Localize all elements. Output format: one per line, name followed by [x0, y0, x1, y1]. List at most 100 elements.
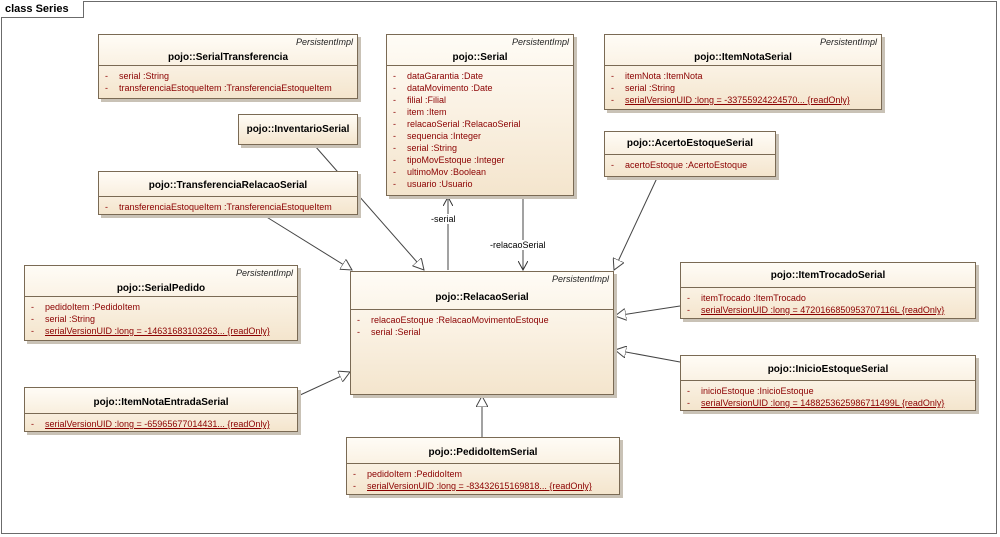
visibility-marker: - [611, 160, 614, 170]
attribute-text: usuario :Usuario [407, 179, 473, 189]
visibility-marker: - [105, 83, 108, 93]
generalization-itemnotaentradaserial[interactable] [297, 372, 350, 397]
attribute-text: serial :String [45, 314, 96, 324]
stereotype: PersistentImpl [295, 37, 353, 47]
visibility-marker: - [105, 202, 108, 212]
attribute-row[interactable]: - pedidoItem :PedidoItem [347, 468, 619, 480]
attribute-row[interactable]: -sequencia :Integer [387, 130, 573, 142]
attribute-row[interactable]: -serial :String [605, 82, 881, 94]
attribute-row[interactable]: - transferenciaEstoqueItem :Transferencia… [99, 82, 357, 94]
attribute-text: serialVersionUID :long = -14631683103263… [45, 326, 270, 336]
attribute-row[interactable]: - serial :String [25, 313, 297, 325]
attribute-row[interactable]: - serialVersionUID :long = -1463168310326… [25, 325, 297, 337]
attribute-row[interactable]: -serial :String [99, 70, 357, 82]
attribute-row[interactable]: - usuario :Usuario [387, 178, 573, 190]
attribute-text: serial :String [407, 143, 458, 153]
attribute-text: serialVersionUID :long = 148825362598671… [701, 398, 945, 408]
attribute-list: - inicioEstoque :InicioEstoque-serialVers… [681, 381, 975, 409]
generalization-transferenciarelacaoserial[interactable] [264, 215, 352, 270]
visibility-marker: - [393, 107, 396, 117]
visibility-marker: - [393, 179, 396, 189]
class-transferencia-relacao-serial[interactable]: pojo::TransferenciaRelacaoSerial -transf… [98, 171, 358, 215]
visibility-marker: - [393, 131, 396, 141]
attribute-row[interactable]: -relacaoEstoque :RelacaoMovimentoEstoque [351, 314, 613, 326]
attribute-list: - acertoEstoque :AcertoEstoque [605, 155, 775, 171]
attribute-text: serialVersionUID :long = -65965677014431… [45, 419, 270, 429]
attribute-row[interactable]: -itemTrocado :ItemTrocado [681, 292, 975, 304]
attribute-row[interactable]: - serialVersionUID :long = -6596567701443… [25, 418, 297, 430]
attribute-row[interactable]: -tipoMovEstoque :Integer [387, 154, 573, 166]
attribute-text: transferenciaEstoqueItem :TransferenciaE… [119, 202, 332, 212]
generalization-inicioestoqueserial[interactable] [615, 350, 681, 363]
attribute-row[interactable]: -serial :Serial [351, 326, 613, 338]
visibility-marker: - [31, 419, 34, 429]
class-name: pojo::SerialTransferencia [167, 52, 289, 63]
attribute-text: serialVersionUID :long = -83432615169818… [367, 481, 592, 491]
visibility-marker: - [105, 71, 108, 81]
stereotype: PersistentImpl [819, 37, 877, 47]
frame-tab[interactable]: class Series [1, 1, 84, 18]
class-pedido-item-serial[interactable]: pojo::PedidoItemSerial - pedidoItem :Pedi… [346, 437, 620, 495]
attribute-text: ultimoMov :Boolean [407, 167, 487, 177]
attribute-text: filial :Filial [407, 95, 447, 105]
generalization-inventarioserial[interactable] [314, 145, 424, 270]
attribute-text: relacaoSerial :RelacaoSerial [407, 119, 521, 129]
attribute-text: inicioEstoque :InicioEstoque [701, 386, 814, 396]
attribute-row[interactable]: -serial :String [387, 142, 573, 154]
class-name: pojo::AcertoEstoqueSerial [626, 138, 754, 149]
attribute-row[interactable]: - filial :Filial [387, 94, 573, 106]
class-name: pojo::InicioEstoqueSerial [767, 364, 889, 375]
class-item-nota-serial[interactable]: PersistentImpl pojo::ItemNotaSerial -ite… [604, 34, 882, 110]
class-inventario-serial[interactable]: pojo::InventarioSerial [238, 114, 358, 145]
attribute-list: - itemNota :ItemNota-serial :String-seria… [605, 66, 881, 106]
attribute-row[interactable]: - relacaoSerial :RelacaoSerial [387, 118, 573, 130]
attribute-row[interactable]: -item :Item [387, 106, 573, 118]
visibility-marker: - [31, 326, 34, 336]
attribute-row[interactable]: - pedidoItem :PedidoItem [25, 301, 297, 313]
generalization-acertoestoqueserial[interactable] [614, 177, 658, 270]
class-item-nota-entrada-serial[interactable]: pojo::ItemNotaEntradaSerial - serialVersi… [24, 387, 298, 432]
class-relacao-serial[interactable]: PersistentImpl pojo::RelacaoSerial -rela… [350, 271, 614, 395]
class-name: pojo::ItemNotaEntradaSerial [93, 397, 229, 408]
attribute-row[interactable]: -serialVersionUID :long = -3375592422457… [605, 94, 881, 106]
visibility-marker: - [31, 302, 34, 312]
attribute-row[interactable]: - inicioEstoque :InicioEstoque [681, 385, 975, 397]
class-serial[interactable]: PersistentImpl pojo::Serial -dataGaranti… [386, 34, 574, 196]
visibility-marker: - [31, 314, 34, 324]
attribute-text: serialVersionUID :long = -33755924224570… [625, 95, 850, 105]
attribute-text: itemNota :ItemNota [625, 71, 703, 81]
stereotype: PersistentImpl [511, 37, 569, 47]
attribute-row[interactable]: -dataMovimento :Date [387, 82, 573, 94]
class-serial-pedido[interactable]: PersistentImpl pojo::SerialPedido -pedid… [24, 265, 298, 341]
visibility-marker: - [353, 469, 356, 479]
class-item-trocado-serial[interactable]: pojo::ItemTrocadoSerial -itemTrocado :It… [680, 262, 976, 319]
class-name: pojo::Serial [452, 52, 508, 63]
attribute-row[interactable]: -dataGarantia :Date [387, 70, 573, 82]
attribute-row[interactable]: - transferenciaEstoqueItem :Transferencia… [99, 201, 357, 213]
attribute-row[interactable]: - itemNota :ItemNota [605, 70, 881, 82]
class-acerto-estoque-serial[interactable]: pojo::AcertoEstoqueSerial - acertoEstoque… [604, 131, 776, 177]
class-inicio-estoque-serial[interactable]: pojo::InicioEstoqueSerial - inicioEstoque… [680, 355, 976, 411]
class-name: pojo::PedidoItemSerial [428, 447, 538, 458]
attribute-text: pedidoItem :PedidoItem [367, 469, 463, 479]
attribute-text: acertoEstoque :AcertoEstoque [625, 160, 748, 170]
attribute-list: -relacaoEstoque :RelacaoMovimentoEstoque… [351, 310, 613, 338]
attribute-row[interactable]: -serialVersionUID :long = -8343261516981… [347, 480, 619, 492]
visibility-marker: - [611, 71, 614, 81]
visibility-marker: - [393, 95, 396, 105]
attribute-row[interactable]: -serialVersionUID :long = 47201668509537… [681, 304, 975, 316]
visibility-marker: - [687, 386, 690, 396]
attribute-row[interactable]: -ultimoMov :Boolean [387, 166, 573, 178]
attribute-text: transferenciaEstoqueItem :TransferenciaE… [119, 83, 332, 93]
visibility-marker: - [357, 315, 360, 325]
attribute-text: pedidoItem :PedidoItem [45, 302, 141, 312]
attribute-row[interactable]: -serialVersionUID :long = 14882536259867… [681, 397, 975, 409]
generalization-itemtrocadoserial[interactable] [615, 305, 681, 316]
attribute-list: - pedidoItem :PedidoItem - serial :String - s… [25, 297, 297, 337]
class-serial-transferencia[interactable]: PersistentImpl pojo::SerialTransferencia… [98, 34, 358, 99]
stereotype: PersistentImpl [551, 274, 609, 284]
visibility-marker: - [393, 119, 396, 129]
attribute-row[interactable]: - acertoEstoque :AcertoEstoque [605, 159, 775, 171]
visibility-marker: - [687, 305, 690, 315]
